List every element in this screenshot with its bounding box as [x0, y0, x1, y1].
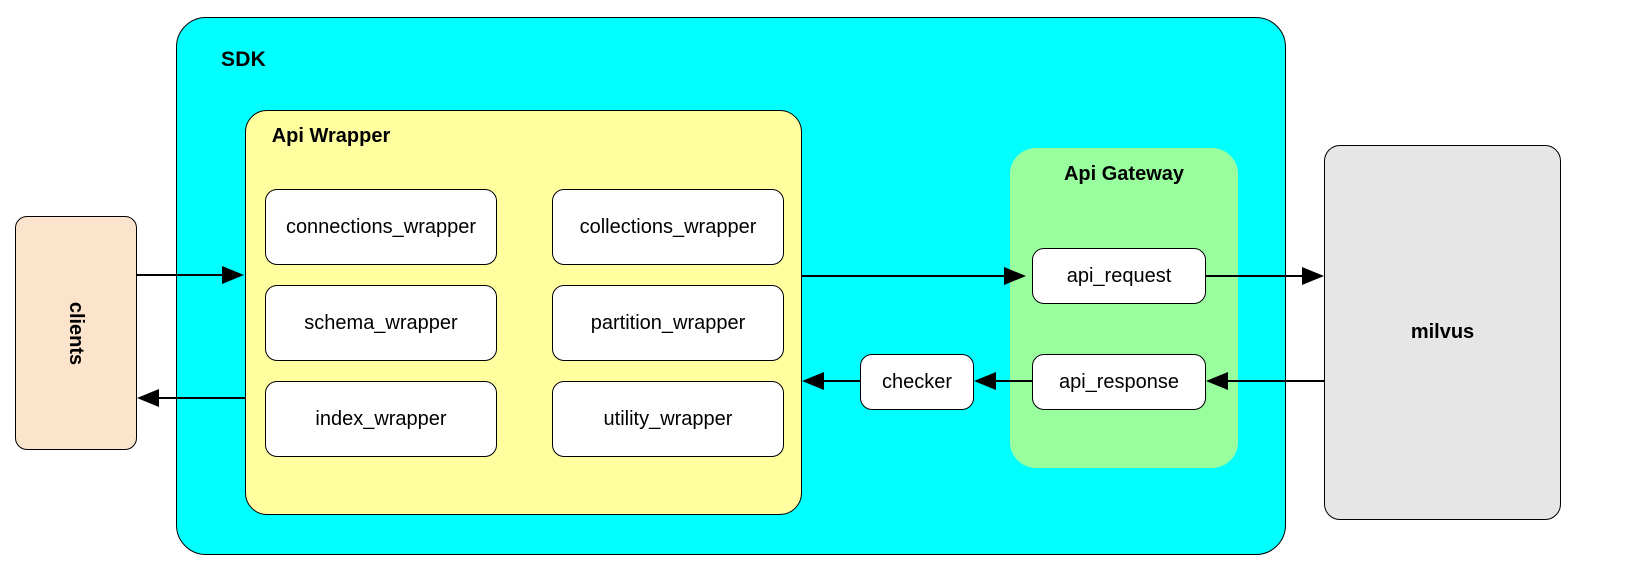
collections-wrapper-node[interactable]: collections_wrapper — [552, 189, 784, 265]
schema-wrapper-label: schema_wrapper — [304, 311, 458, 334]
api-request-label: api_request — [1066, 264, 1172, 287]
api-gateway-label: Api Gateway — [1063, 163, 1185, 185]
api-response-node[interactable]: api_response — [1032, 354, 1206, 410]
clients-label: clients — [65, 301, 88, 365]
index-wrapper-label: index_wrapper — [315, 407, 447, 430]
milvus-label: milvus — [1410, 321, 1475, 343]
utility-wrapper-label: utility_wrapper — [603, 407, 733, 430]
index-wrapper-node[interactable]: index_wrapper — [265, 381, 497, 457]
api-request-node[interactable]: api_request — [1032, 248, 1206, 304]
clients-node[interactable]: clients — [15, 216, 137, 450]
api-wrapper-label: Api Wrapper — [271, 125, 391, 147]
partition-wrapper-label: partition_wrapper — [590, 311, 746, 334]
api-response-label: api_response — [1058, 370, 1180, 393]
sdk-label: SDK — [221, 48, 266, 71]
connections-wrapper-label: connections_wrapper — [285, 215, 477, 238]
checker-node[interactable]: checker — [860, 354, 974, 410]
schema-wrapper-node[interactable]: schema_wrapper — [265, 285, 497, 361]
utility-wrapper-node[interactable]: utility_wrapper — [552, 381, 784, 457]
checker-label: checker — [881, 370, 953, 393]
connections-wrapper-node[interactable]: connections_wrapper — [265, 189, 497, 265]
partition-wrapper-node[interactable]: partition_wrapper — [552, 285, 784, 361]
api-gateway-container[interactable]: Api Gateway — [1010, 148, 1238, 468]
milvus-node[interactable]: milvus — [1324, 145, 1561, 520]
collections-wrapper-label: collections_wrapper — [579, 215, 757, 238]
